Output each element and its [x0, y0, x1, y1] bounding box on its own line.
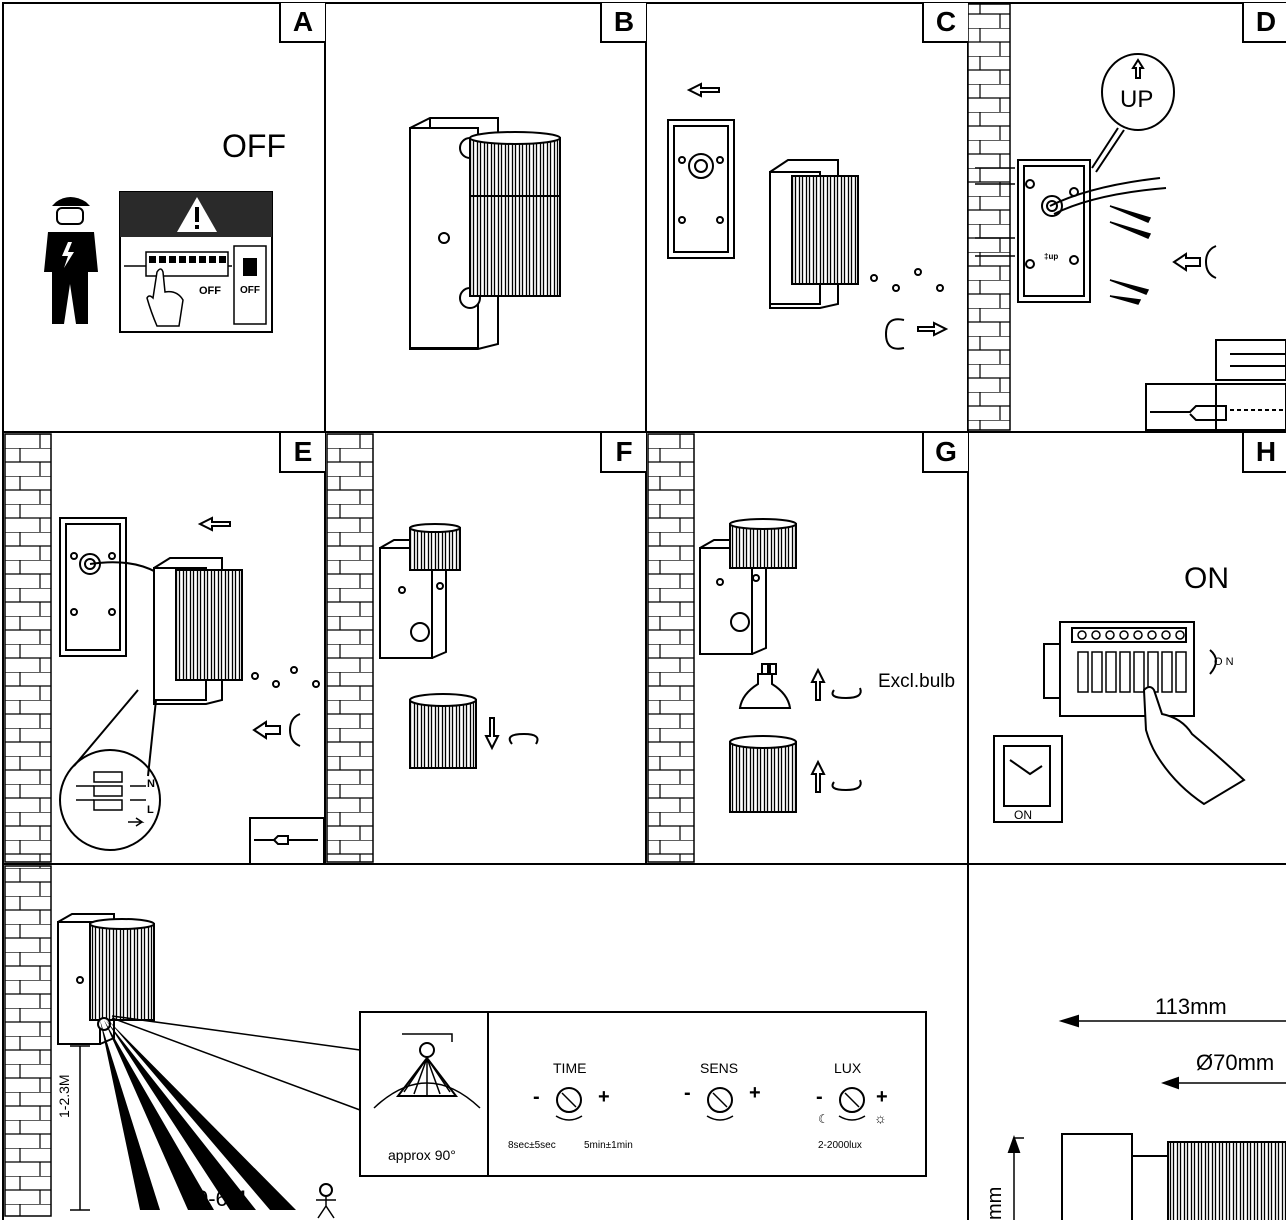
up-label: UP — [1120, 86, 1154, 113]
panel-label-a: A — [279, 3, 325, 43]
panel-label-h: H — [1242, 433, 1286, 473]
step-h-drawing — [993, 621, 1246, 823]
step-g-drawing — [699, 518, 862, 813]
time-range-min: 8sec±5sec — [508, 1140, 556, 1151]
step-f-drawing — [379, 523, 539, 769]
time-title: TIME — [553, 1060, 587, 1076]
panel-label-g: G — [922, 433, 968, 473]
sens-title: SENS — [700, 1060, 739, 1076]
panel-label-b: B — [600, 3, 646, 43]
sens-minus: - — [684, 1082, 691, 1104]
switch-on-label: ON — [1014, 808, 1032, 822]
breaker-off-label: OFF — [199, 285, 221, 297]
lux-minus: - — [816, 1086, 823, 1108]
breaker-sign — [119, 191, 273, 333]
electrician-icon — [44, 197, 98, 324]
step-d-drawing — [975, 53, 1286, 431]
lux-knob[interactable] — [838, 1086, 866, 1114]
time-range-max: 5min±1min — [584, 1140, 633, 1151]
width-dimension: 113mm — [1155, 994, 1227, 1019]
sun-icon: ☼ — [874, 1110, 887, 1126]
step-e-drawing — [59, 516, 325, 865]
panel-label-c: C — [922, 3, 968, 43]
distance-range-label: 0-6M — [196, 1186, 247, 1211]
lux-title: LUX — [834, 1060, 862, 1076]
off-heading: OFF — [222, 128, 286, 164]
time-plus: + — [598, 1086, 610, 1108]
excl-bulb-label: Excl.bulb — [878, 671, 956, 692]
diameter-dimension: Ø70mm — [1196, 1050, 1275, 1075]
on-heading: ON — [1184, 562, 1229, 595]
angle-label: approx 90° — [388, 1147, 456, 1163]
height-dimension: mm — [984, 1186, 1006, 1220]
sens-plus: + — [749, 1082, 761, 1104]
moon-icon: ☾ — [818, 1112, 829, 1126]
terminal-l-label: L — [147, 804, 154, 816]
sens-knob[interactable] — [706, 1086, 734, 1114]
time-knob[interactable] — [555, 1086, 583, 1114]
panel-label-d: D — [1242, 3, 1286, 43]
brick-walls — [4, 3, 1011, 1217]
sensor-drawing — [57, 913, 927, 1219]
panel-label-e: E — [279, 433, 325, 473]
time-minus: - — [533, 1086, 540, 1108]
wall-light-side-view — [409, 117, 561, 350]
panel-label-f: F — [600, 433, 646, 473]
up-small-label: ‡up — [1044, 252, 1059, 261]
height-range-label: 1-2.3M — [56, 1074, 72, 1118]
switch-off-label: OFF — [240, 285, 260, 296]
step-c-drawing — [667, 82, 949, 350]
dimension-drawing — [1007, 1014, 1286, 1220]
terminal-n-label: N — [147, 778, 155, 790]
lux-range: 2-2000lux — [818, 1140, 862, 1151]
breaker-on-label: O N — [1214, 656, 1234, 668]
lux-plus: + — [876, 1086, 888, 1108]
